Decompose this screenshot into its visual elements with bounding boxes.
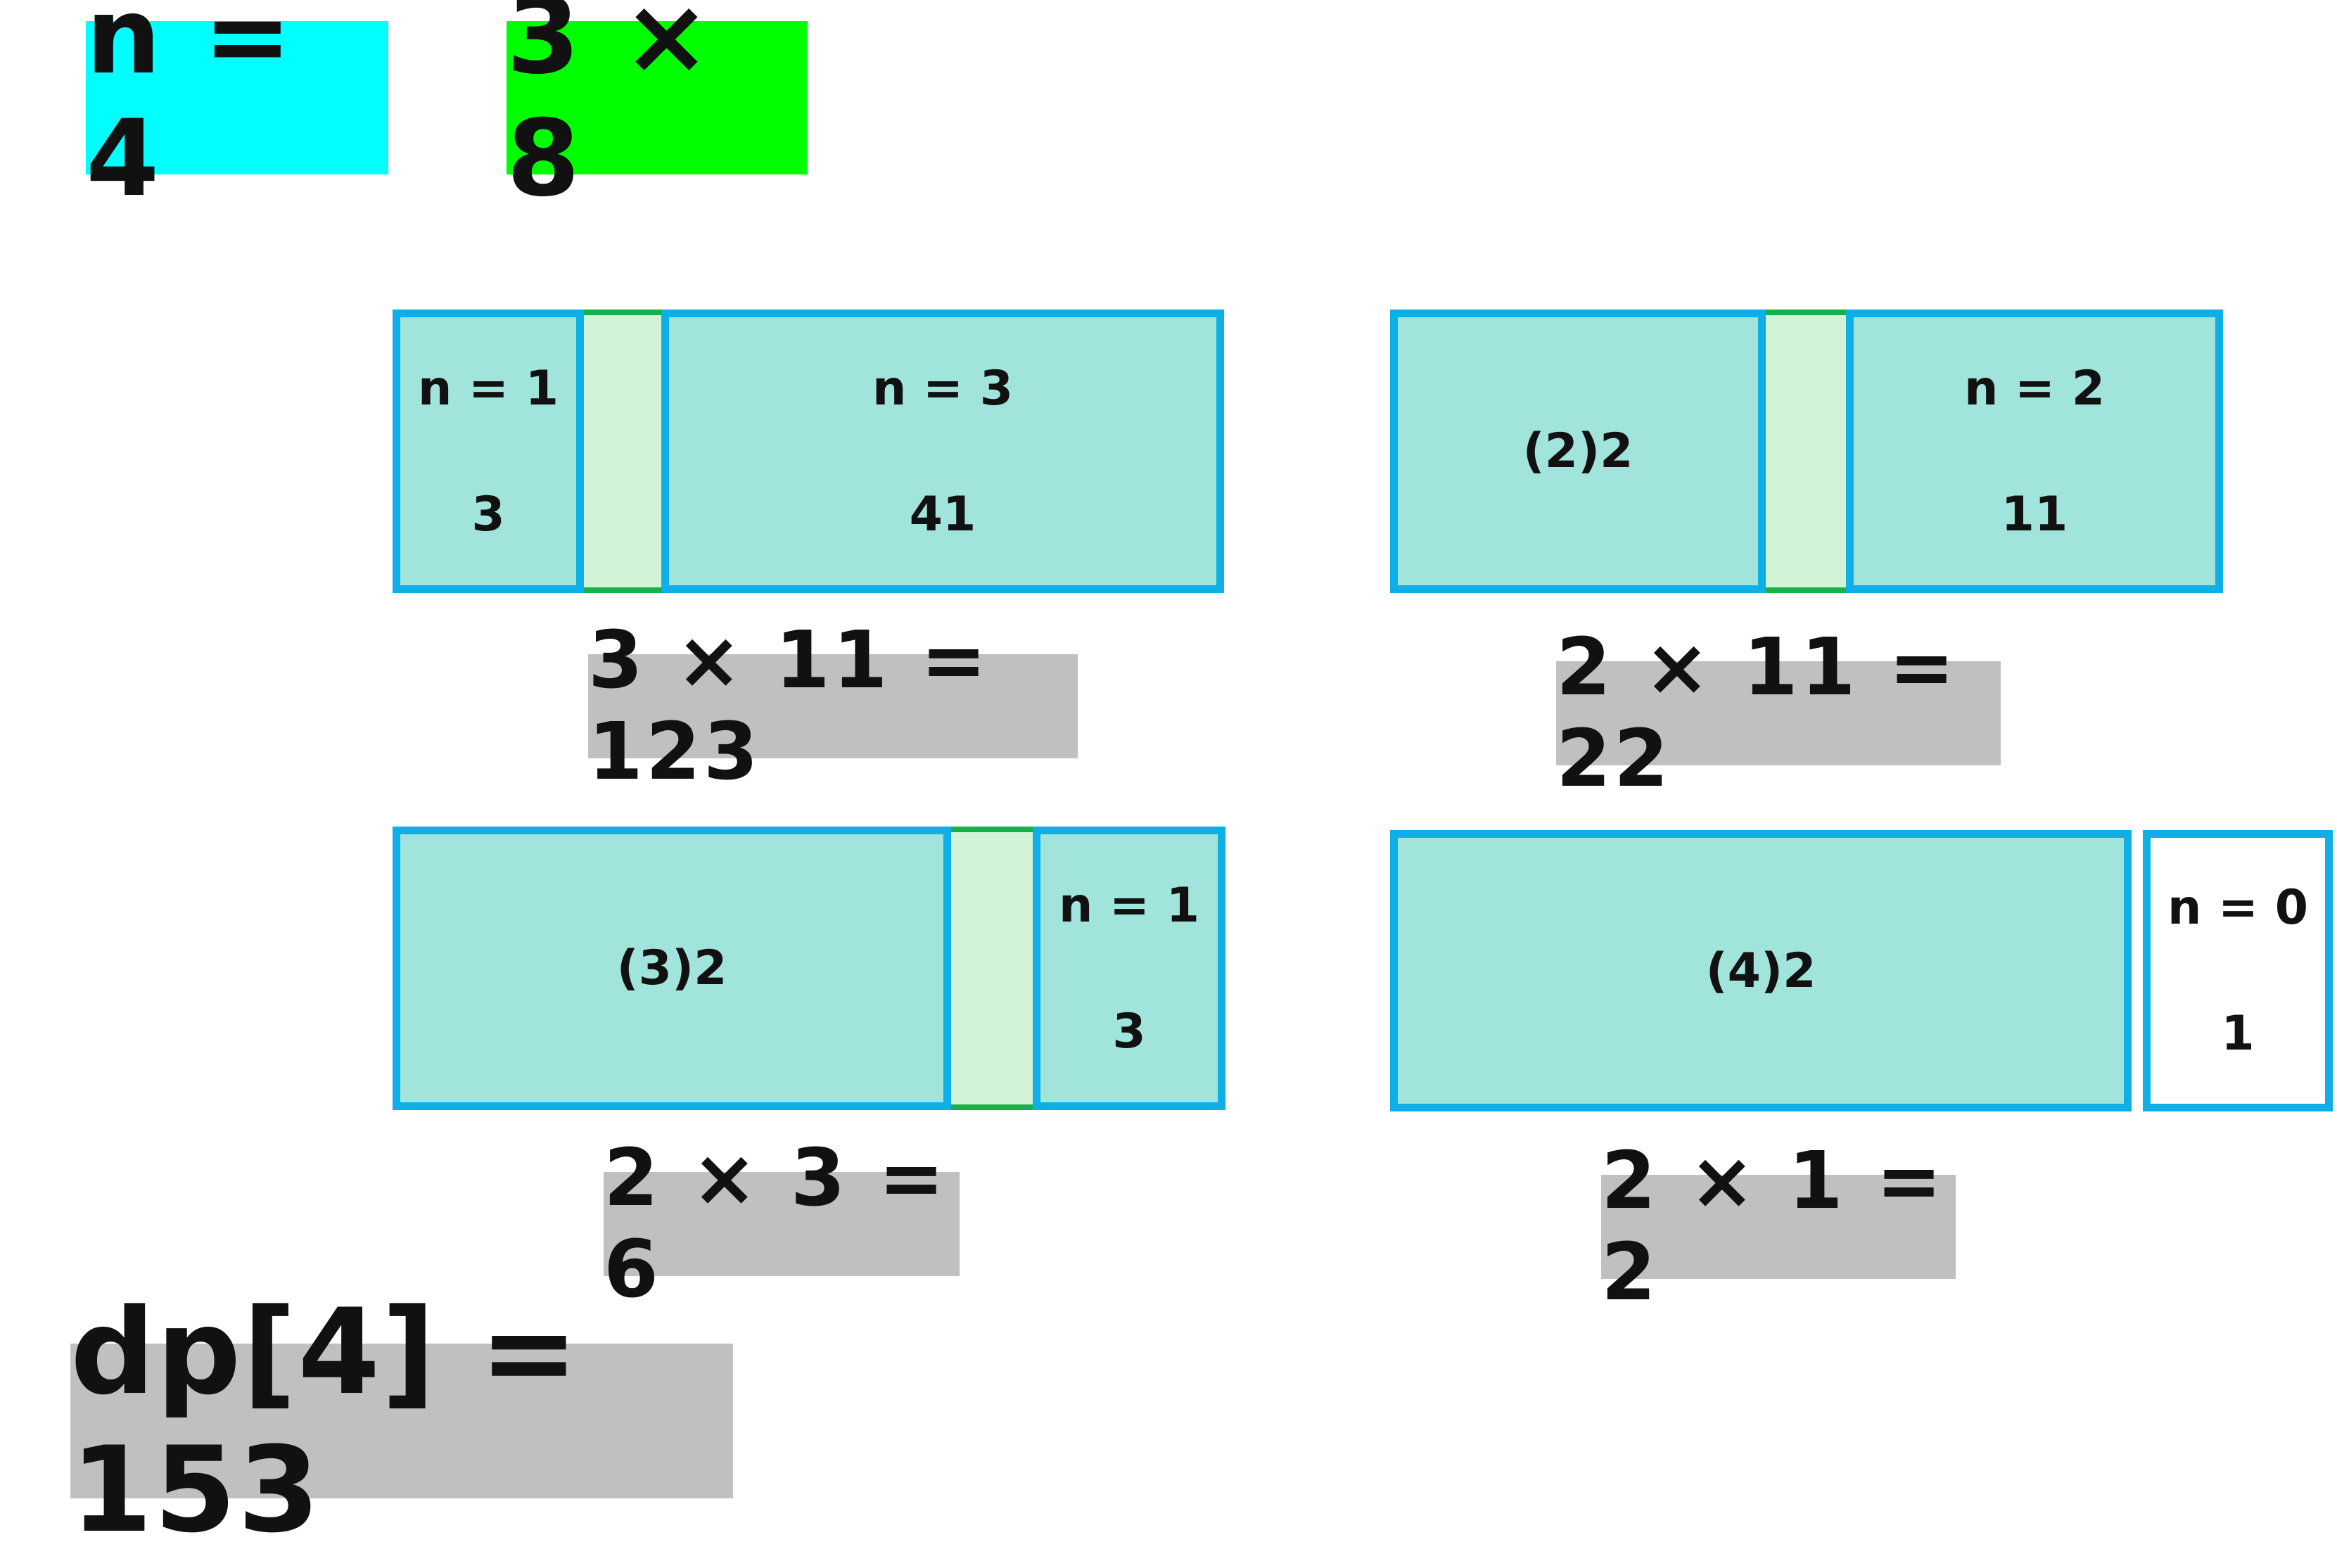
panel-4-tile-left: (4)2: [1390, 830, 2132, 1111]
equation-text: 3 × 11 = 123: [588, 615, 990, 798]
panel-4-tile-right: n = 0 1: [2143, 830, 2333, 1111]
tile-label: n = 1: [1058, 877, 1200, 933]
equation-text: 2 × 3 = 6: [604, 1133, 948, 1315]
tile-value: 1: [2221, 1006, 2255, 1062]
panel-2-tile-left: (2)2: [1390, 310, 1766, 593]
tile-label: (4)2: [1705, 943, 1816, 999]
panel-1-tile-left: n = 1 3: [393, 310, 584, 593]
board-size-label: 3 × 8: [507, 0, 714, 220]
tile-value: 11: [2001, 486, 2068, 542]
tile-label: n = 3: [872, 360, 1014, 416]
tile-label: (3)2: [616, 941, 727, 996]
tile-label: n = 2: [1963, 360, 2106, 416]
final-result-text: dp[4] = 153: [70, 1283, 580, 1559]
tile-label: n = 1: [417, 360, 559, 416]
panel-3-equation: 2 × 3 = 6: [604, 1133, 960, 1315]
tile-value: 3: [471, 486, 505, 542]
panel-1-tile-right: n = 3 41: [661, 310, 1224, 593]
panel-1-equation: 3 × 11 = 123: [588, 615, 1078, 798]
panel-4-equation: 2 × 1 = 2: [1601, 1135, 1956, 1318]
tile-value: 41: [909, 486, 976, 542]
panel-2-gap: [1766, 310, 1849, 593]
panel-3-gap: [951, 827, 1037, 1110]
equation-text: 2 × 1 = 2: [1601, 1135, 1945, 1318]
final-result: dp[4] = 153: [70, 1283, 733, 1559]
panel-3-tile-left: (3)2: [393, 827, 951, 1110]
n-badge: n = 4: [86, 0, 388, 220]
panel-2-equation: 2 × 11 = 22: [1556, 622, 2001, 805]
panel-1-gap: [584, 310, 666, 593]
panel-2-tile-right: n = 2 11: [1846, 310, 2223, 593]
n-badge-label: n = 4: [86, 0, 295, 220]
board-size-badge: 3 × 8: [507, 0, 808, 220]
tile-value: 3: [1112, 1003, 1146, 1059]
equation-text: 2 × 11 = 22: [1556, 622, 1958, 805]
tile-label: n = 0: [2167, 880, 2309, 936]
tile-label: (2)2: [1522, 423, 1634, 479]
panel-3-tile-right: n = 1 3: [1033, 827, 1225, 1110]
